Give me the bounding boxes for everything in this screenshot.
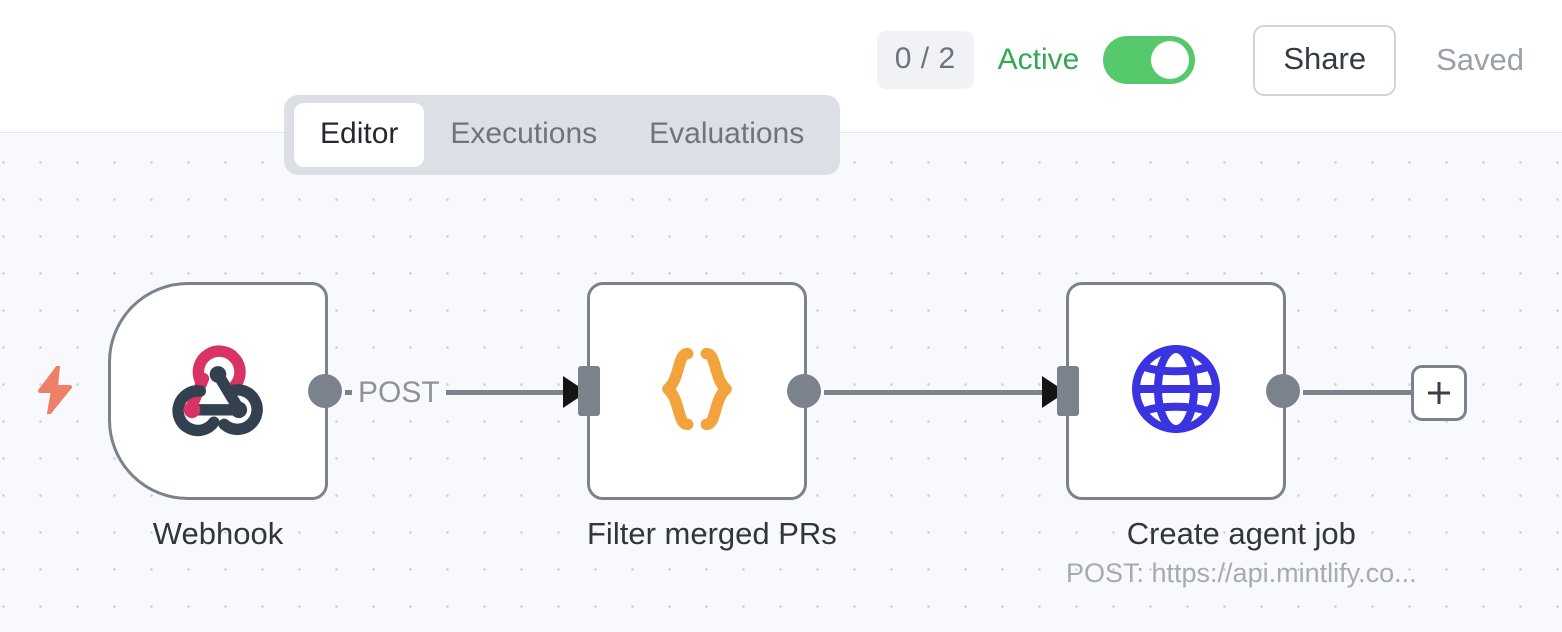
filter-input-port[interactable] — [578, 366, 600, 416]
tab-evaluations[interactable]: Evaluations — [623, 103, 830, 167]
node-http-box[interactable] — [1057, 282, 1300, 500]
curly-braces-icon — [645, 337, 749, 446]
webhook-output-port[interactable] — [308, 374, 342, 408]
add-node-button[interactable] — [1411, 365, 1467, 421]
node-filter-merged-prs[interactable]: Filter merged PRs — [578, 282, 837, 552]
node-filter-box[interactable] — [578, 282, 821, 500]
saved-status-label: Saved — [1436, 42, 1524, 77]
lightning-bolt-icon — [36, 365, 74, 419]
active-toggle[interactable] — [1103, 36, 1196, 84]
globe-icon — [1126, 339, 1226, 444]
edge-label-post: POST — [352, 378, 446, 408]
edge-webhook-to-filter[interactable] — [345, 390, 587, 395]
node-webhook-box[interactable] — [108, 282, 342, 500]
view-tabs: Editor Executions Evaluations — [284, 95, 841, 175]
node-filter-label: Filter merged PRs — [587, 516, 837, 551]
filter-output-port[interactable] — [787, 374, 821, 408]
http-output-port[interactable] — [1266, 374, 1300, 408]
edge-http-to-add[interactable] — [1303, 390, 1413, 395]
workflow-canvas[interactable]: Webhook POST Filter merged PRs — [0, 134, 1562, 632]
edge-filter-to-http[interactable] — [824, 390, 1066, 395]
toggle-knob — [1151, 41, 1190, 79]
tab-editor[interactable]: Editor — [294, 103, 425, 167]
node-webhook[interactable]: Webhook — [108, 282, 342, 552]
tab-executions[interactable]: Executions — [424, 103, 623, 167]
node-create-agent-job[interactable]: Create agent job POST: https://api.mintl… — [1057, 282, 1417, 589]
node-webhook-label: Webhook — [152, 516, 284, 551]
active-status-label: Active — [997, 43, 1080, 76]
node-http-subtitle: POST: https://api.mintlify.co... — [1066, 558, 1417, 588]
share-button[interactable]: Share — [1253, 24, 1397, 96]
execution-count-badge: 0 / 2 — [876, 31, 974, 89]
header-actions: 0 / 2 Active Share Saved — [876, 0, 1562, 120]
node-http-label: Create agent job — [1126, 516, 1356, 551]
webhook-icon — [166, 337, 270, 446]
plus-icon — [1428, 382, 1450, 404]
http-input-port[interactable] — [1057, 366, 1079, 416]
